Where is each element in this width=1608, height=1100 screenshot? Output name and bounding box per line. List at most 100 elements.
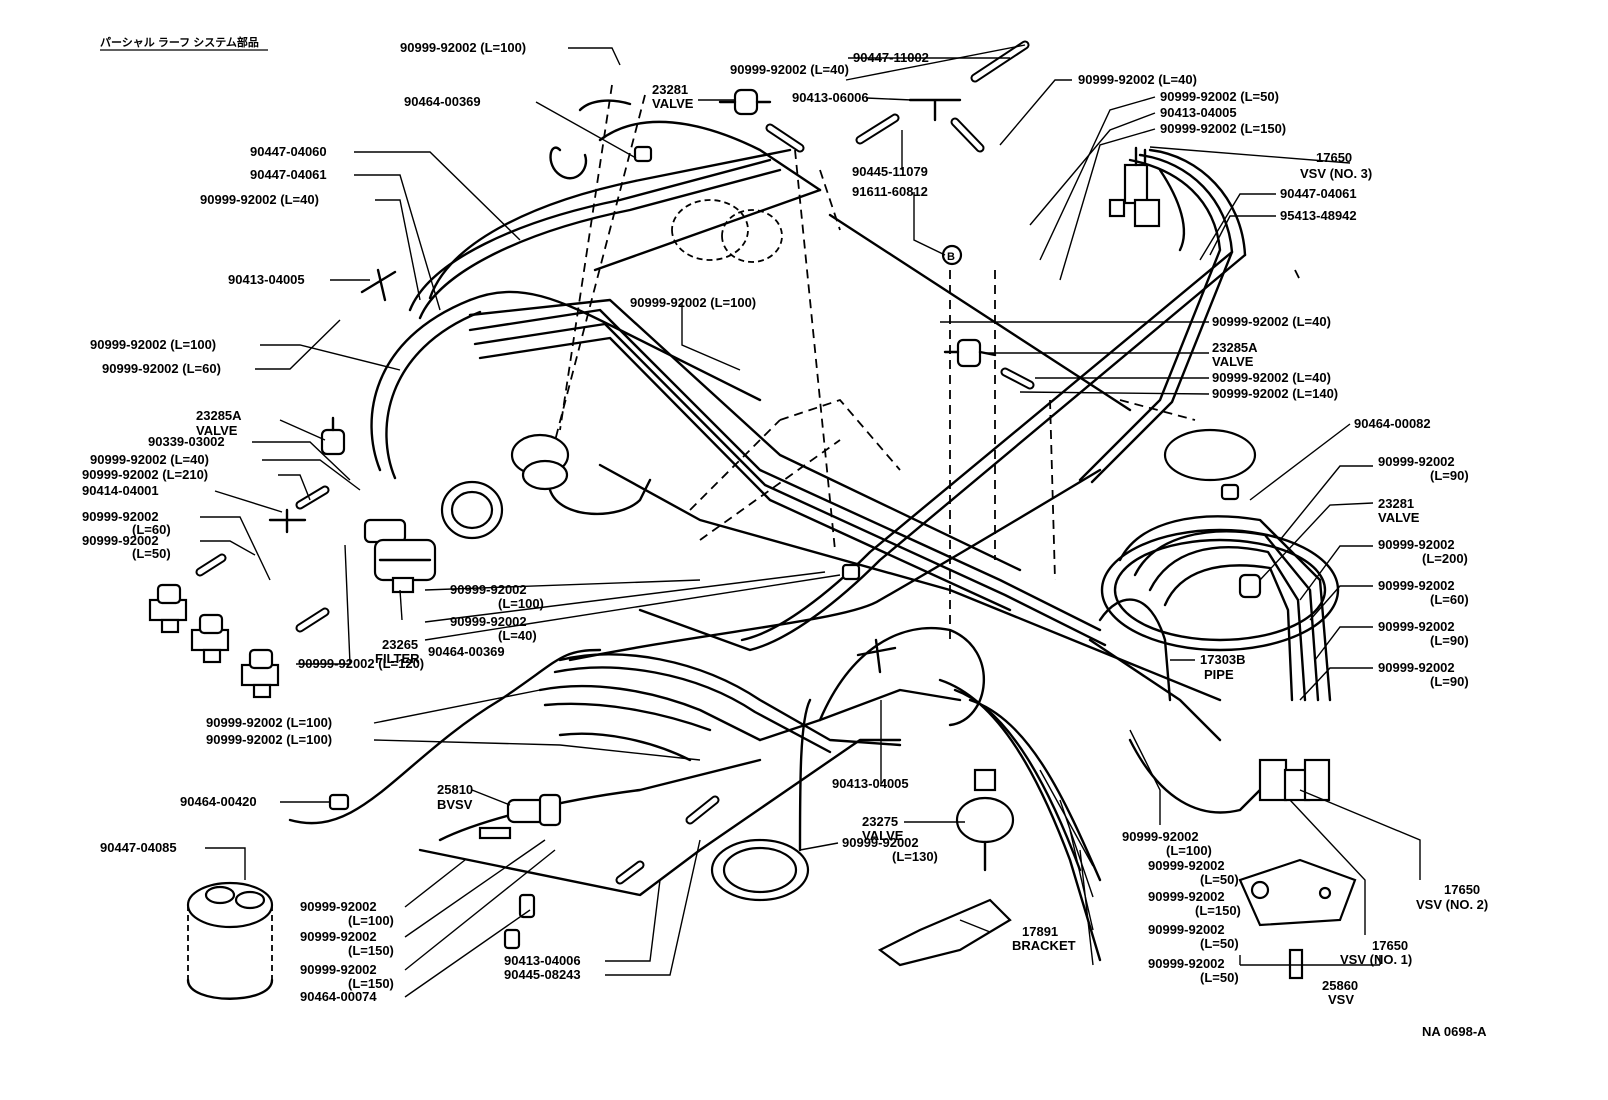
leader-lines (200, 44, 1421, 998)
label-95: VSV (NO. 2) (1416, 897, 1488, 912)
dashed-guides (549, 84, 1301, 640)
label-56: 90999-92002 (L=120) (298, 656, 424, 671)
label-14: 90999-92002 (82, 509, 159, 524)
label-58: (L=100) (498, 596, 544, 611)
label-26: 90999-92002 (L=50) (1160, 89, 1279, 104)
label-15: (L=60) (132, 522, 171, 537)
label-28: 90999-92002 (L=150) (1160, 121, 1286, 136)
label-94: 17650 (1444, 882, 1480, 897)
label-36: VALVE (1212, 354, 1254, 369)
label-89: (L=150) (1195, 903, 1241, 918)
filter-23265 (363, 518, 437, 594)
label-6: 90999-92002 (L=100) (90, 337, 216, 352)
label-83: BRACKET (1012, 938, 1076, 953)
label-91: (L=50) (1200, 936, 1239, 951)
sensor-1 (148, 583, 188, 634)
label-7: 90999-92002 (L=60) (102, 361, 221, 376)
label-85: (L=100) (1166, 843, 1212, 858)
label-43: VALVE (1378, 510, 1420, 525)
label-1: 90464-00369 (404, 94, 481, 109)
label-47: (L=60) (1430, 592, 1469, 607)
label-84: 90999-92002 (1122, 829, 1199, 844)
vsv-no3 (1108, 146, 1161, 228)
label-25: 90999-92002 (L=40) (1078, 72, 1197, 87)
label-8: 23285A (196, 408, 242, 423)
label-21: 90447-11002 (853, 50, 929, 65)
charcoal-canister (186, 881, 274, 1000)
label-63: 90999-92002 (L=100) (206, 732, 332, 747)
label-24: 91611-60812 (852, 184, 928, 199)
label-39: 90464-00082 (1354, 416, 1431, 431)
label-64: 25810 (437, 782, 473, 797)
label-87: (L=50) (1200, 872, 1239, 887)
label-40: 90999-92002 (1378, 454, 1455, 469)
label-98: 25860 (1322, 978, 1358, 993)
label-74: 90464-00074 (300, 989, 377, 1004)
label-77: 90413-04005 (832, 776, 909, 791)
label-11: 90999-92002 (L=40) (90, 452, 209, 467)
hose-bundles (288, 148, 1340, 962)
label-17: (L=50) (132, 546, 171, 561)
label-57: 90999-92002 (450, 582, 527, 597)
engine-body-outline (468, 99, 1222, 702)
label-53: PIPE (1204, 667, 1234, 682)
label-80: 90999-92002 (842, 835, 919, 850)
label-3: 90447-04061 (250, 167, 327, 182)
label-96: 17650 (1372, 938, 1408, 953)
label-69: (L=100) (348, 913, 394, 928)
label-92: 90999-92002 (1148, 956, 1225, 971)
label-79: VALVE (862, 828, 904, 843)
label-33: 90999-92002 (L=100) (630, 295, 756, 310)
label-22: 90413-06006 (792, 90, 869, 105)
label-46: 90999-92002 (1378, 578, 1455, 593)
tube-pieces (195, 40, 1035, 885)
label-67: 90447-04085 (100, 840, 177, 855)
label-16: 90999-92002 (82, 533, 159, 548)
label-30: VSV (NO. 3) (1300, 166, 1372, 181)
label-90: 90999-92002 (1148, 922, 1225, 937)
label-93: (L=50) (1200, 970, 1239, 985)
valve-23285a-left (320, 416, 346, 456)
header-note: パーシャル ラーフ システム部品 (100, 35, 259, 49)
label-81: (L=130) (892, 849, 938, 864)
label-27: 90413-04005 (1160, 105, 1237, 120)
label-9: VALVE (196, 423, 238, 438)
label-71: (L=150) (348, 943, 394, 958)
components: B (148, 88, 1357, 1000)
label-2: 90447-04060 (250, 144, 327, 159)
label-68: 90999-92002 (300, 899, 377, 914)
label-76: 90445-08243 (504, 967, 581, 982)
label-97: VSV (NO. 1) (1340, 952, 1412, 967)
label-61: 90464-00369 (428, 644, 505, 659)
label-19: VALVE (652, 96, 694, 111)
label-70: 90999-92002 (300, 929, 377, 944)
valve-23281-top (718, 88, 772, 116)
sensor-3 (240, 648, 280, 699)
bvsv-25810 (478, 793, 562, 840)
label-66: 90464-00420 (180, 794, 257, 809)
label-10: 90339-03002 (148, 434, 225, 449)
label-72: 90999-92002 (300, 962, 377, 977)
label-23: 90445-11079 (852, 164, 928, 179)
label-42: 23281 (1378, 496, 1414, 511)
label-62: 90999-92002 (L=100) (206, 715, 332, 730)
label-35: 23285A (1212, 340, 1258, 355)
label-5: 90413-04005 (228, 272, 305, 287)
label-75: 90413-04006 (504, 953, 581, 968)
label-31: 90447-04061 (1280, 186, 1357, 201)
label-73: (L=150) (348, 976, 394, 991)
label-0: 90999-92002 (L=100) (400, 40, 526, 55)
label-48: 90999-92002 (1378, 619, 1455, 634)
label-41: (L=90) (1430, 468, 1469, 483)
label-52: 17303B (1200, 652, 1246, 667)
label-59: 90999-92002 (450, 614, 527, 629)
sensor-2 (190, 613, 230, 664)
label-37: 90999-92002 (L=40) (1212, 370, 1331, 385)
label-20: 90999-92002 (L=40) (730, 62, 849, 77)
label-45: (L=200) (1422, 551, 1468, 566)
vsv-cluster (1238, 758, 1357, 980)
label-50: 90999-92002 (1378, 660, 1455, 675)
label-86: 90999-92002 (1148, 858, 1225, 873)
label-60: (L=40) (498, 628, 537, 643)
